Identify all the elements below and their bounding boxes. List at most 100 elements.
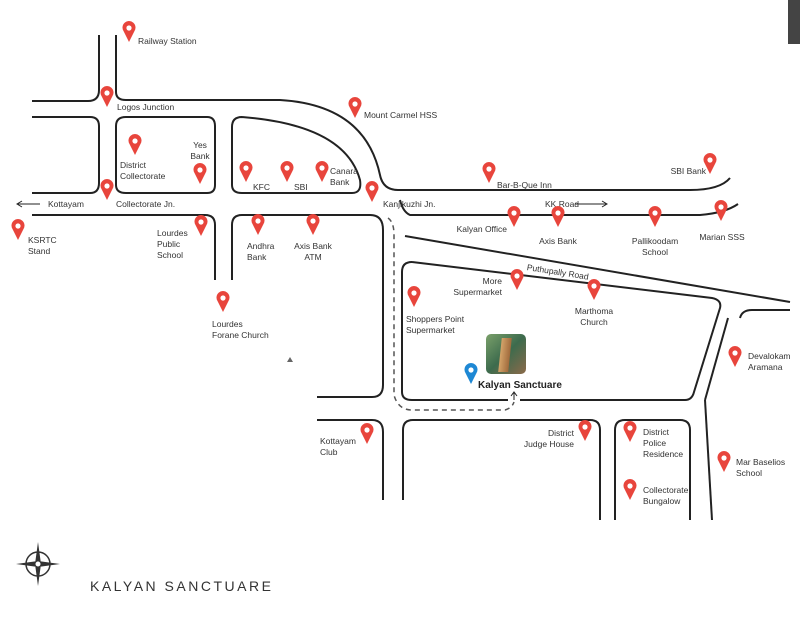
road-line [115,116,216,194]
kk-road-arrow [575,200,608,208]
place-label-mount-carmel-hss: Mount Carmel HSS [364,110,437,121]
place-label-marian-sss: Marian SSS [699,232,744,243]
place-label-line: Public [157,239,181,249]
place-label-line: Andhra [247,241,275,251]
map-pin-icon[interactable] [122,21,136,43]
place-label-line: Collectorate [643,485,689,495]
project-building-thumbnail[interactable] [486,334,526,374]
map-pin-icon[interactable] [194,215,208,237]
place-label-line: More [482,276,502,286]
place-label-line: District [120,160,146,170]
map-pin-icon[interactable] [128,134,142,156]
road-line [317,419,384,500]
map-pin-icon[interactable] [100,179,114,201]
map-pin-icon[interactable] [587,279,601,301]
place-label-line: School [157,250,183,260]
place-label-line: Shoppers Point [406,314,465,324]
road-line [32,214,216,280]
map-pin-icon[interactable] [315,161,329,183]
road-line [402,419,601,520]
map-pin-icon[interactable] [717,451,731,473]
place-label-line: SBI Bank [670,166,706,176]
place-label-logos-junction: Logos Junction [117,102,174,113]
place-label-line: Logos Junction [117,102,175,112]
road-line [231,214,384,398]
kottayam-arrow [16,200,40,208]
place-label-line: Railway Station [138,36,197,46]
place-label-line: Collectorate Jn. [116,199,176,209]
map-pin-icon[interactable] [482,162,496,184]
map-pin-icon[interactable] [280,161,294,183]
place-label-line: Yes [193,140,207,150]
place-label-railway-station: Railway Station [138,36,197,47]
place-label-collectorate-jn: Collectorate Jn. [116,199,175,210]
map-pin-icon[interactable] [360,423,374,445]
map-pin-icon[interactable] [216,291,230,313]
place-label-kfc: KFC [253,182,270,193]
map-pin-icon[interactable] [100,86,114,108]
map-pin-icon[interactable] [623,479,637,501]
place-label-line: SBI [294,182,308,192]
place-label-axis-bank: Axis Bank [539,236,577,247]
place-label-line: Axis Bank [294,241,332,251]
road-line [404,235,791,303]
map-pin-icon[interactable] [714,200,728,222]
place-label-line: Supermarket [453,287,502,297]
place-label-line: KSRTC [28,235,57,245]
map-pin-icon[interactable] [407,286,421,308]
place-label-bar-b-que-inn: Bar-B-Que Inn [497,180,552,191]
marker-triangle [287,357,293,362]
map-pin-icon[interactable] [623,421,637,443]
map-pin-icon[interactable] [551,206,565,228]
map-pin-icon[interactable] [251,214,265,236]
place-label-line: Church [580,317,608,327]
map-pin-icon[interactable] [11,219,25,241]
map-pin-icon[interactable] [510,269,524,291]
project-pin-icon[interactable] [464,363,478,385]
road-line [704,317,729,401]
place-label-line: KFC [253,182,270,192]
place-label-kanjikuzhi-jn: Kanjikuzhi Jn. [383,199,435,210]
place-label-line: Police [643,438,667,448]
road-label-kottayam: Kottayam [48,199,84,209]
road-line [231,116,362,194]
place-label-line: Canara [330,166,358,176]
road-line [739,309,790,319]
project-label: Kalyan Sanctuare [478,380,562,391]
place-label-line: District [643,427,669,437]
map-pin-icon[interactable] [365,181,379,203]
place-label-line: District [548,428,574,438]
place-label-line: Club [320,447,338,457]
map-pin-icon[interactable] [703,153,717,175]
map-pin-icon[interactable] [306,214,320,236]
place-label-line: Lourdes [157,228,188,238]
place-label-kalyan-office: Kalyan Office [457,224,507,235]
road-line [704,399,713,521]
map-pin-icon[interactable] [239,161,253,183]
road-line [32,116,100,194]
place-label-line: Residence [643,449,684,459]
map-pin-icon[interactable] [348,97,362,119]
map-pin-icon[interactable] [507,206,521,228]
place-label-line: Collectorate [120,171,166,181]
map-pin-icon[interactable] [578,420,592,442]
place-label-line: Judge House [523,439,574,449]
place-label-line: Bank [330,177,350,187]
map-pin-icon[interactable] [648,206,662,228]
place-label-line: Mar Baselios [736,457,786,467]
map-pin-icon[interactable] [193,163,207,185]
place-label-line: Kanjikuzhi Jn. [383,199,436,209]
map-pin-icon[interactable] [728,346,742,368]
